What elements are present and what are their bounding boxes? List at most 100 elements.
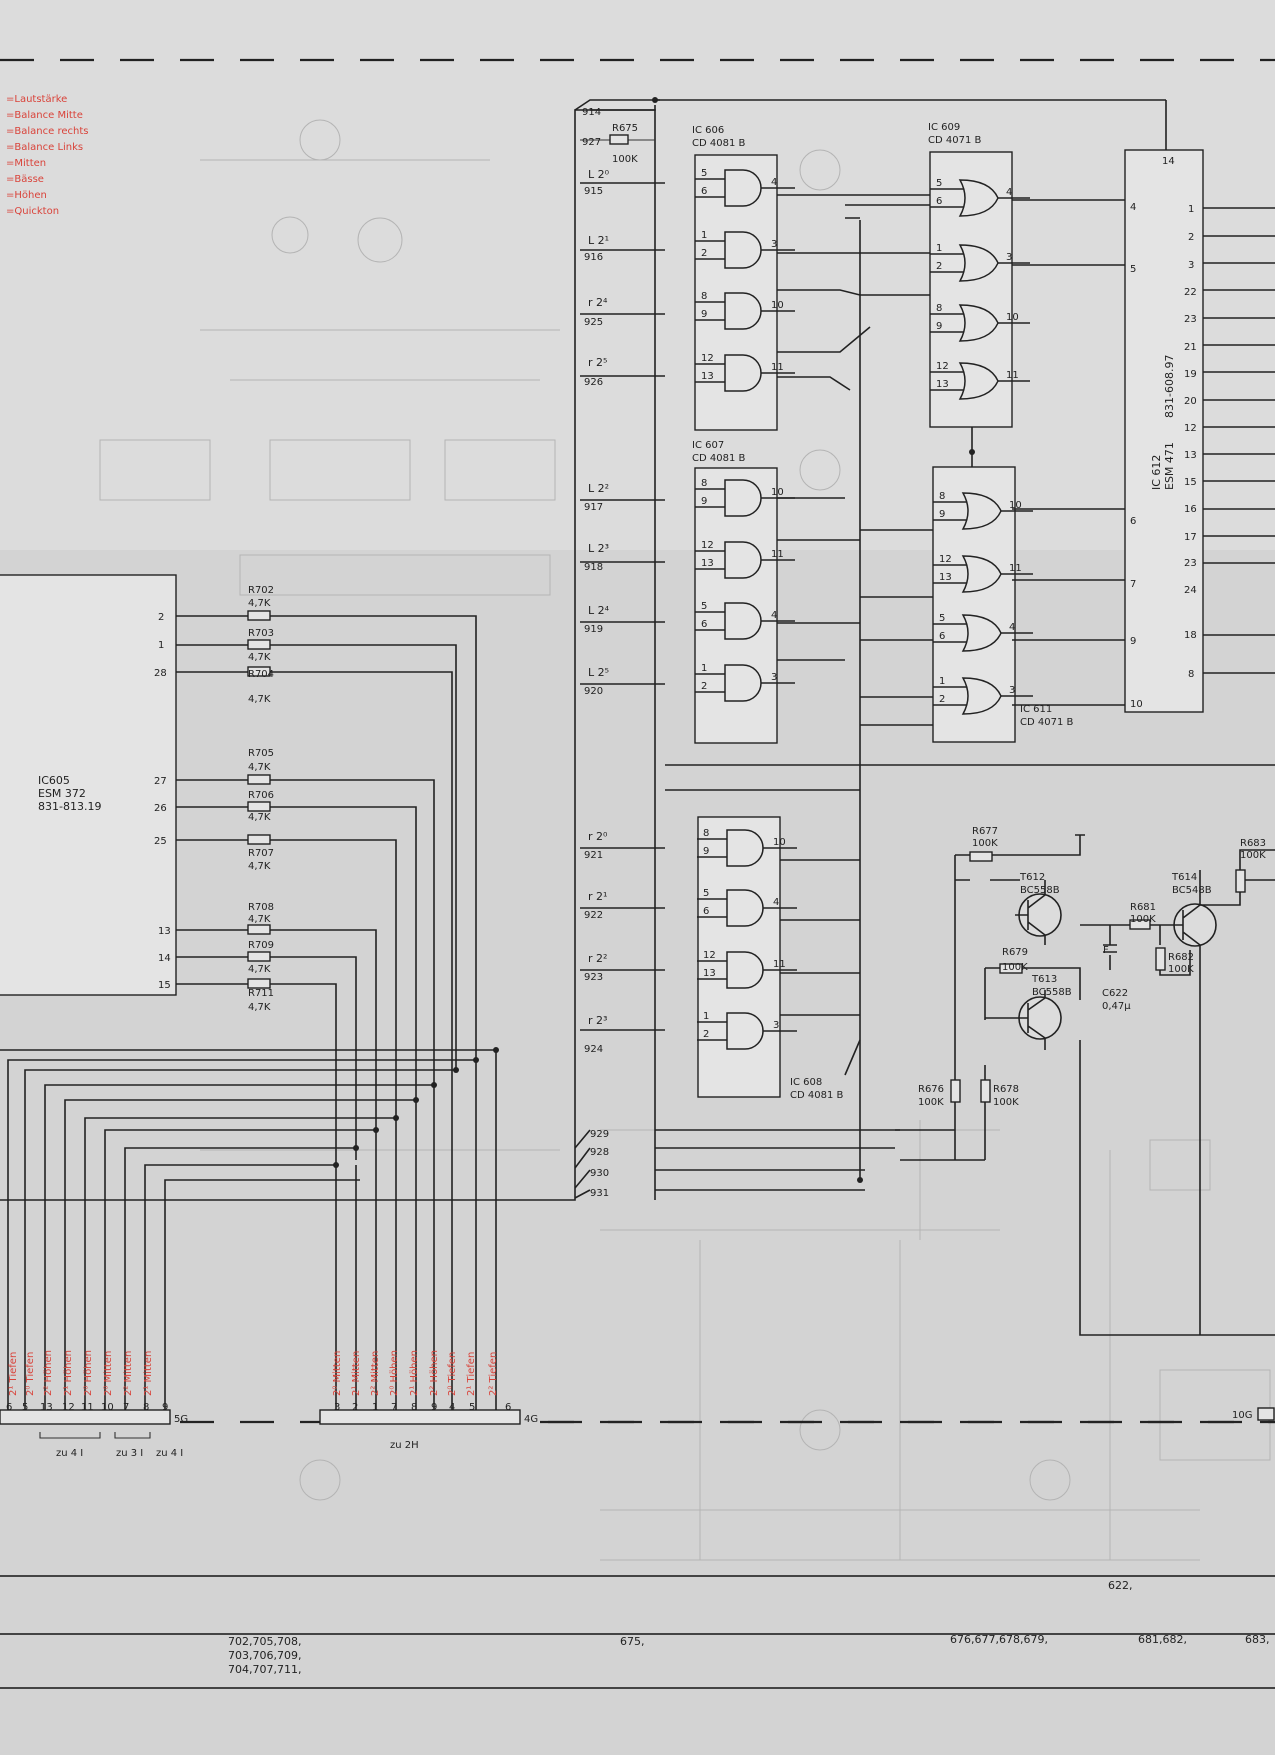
svg-text:R708: R708	[248, 902, 274, 913]
and-gate-symbol	[726, 1012, 764, 1050]
svg-text:831-608.97: 831-608.97	[1163, 355, 1176, 418]
svg-text:23: 23	[1184, 314, 1197, 325]
svg-text:100K: 100K	[612, 154, 638, 165]
svg-text:2⁰ Tiefen: 2⁰ Tiefen	[25, 1352, 36, 1396]
gate-pin-number: 9	[701, 309, 707, 320]
gate-pin-number: 12	[703, 950, 716, 961]
svg-text:914: 914	[582, 107, 601, 118]
svg-text:5: 5	[469, 1402, 475, 1413]
svg-text:CD 4081 B: CD 4081 B	[790, 1090, 843, 1101]
gate-pin-number: 10	[771, 487, 784, 498]
gate-pin-number: 9	[703, 846, 709, 857]
svg-text:IC 608: IC 608	[790, 1077, 822, 1088]
svg-text:R702: R702	[248, 585, 274, 596]
svg-text:18: 18	[1184, 630, 1197, 641]
gate-pin-number: 4	[771, 177, 777, 188]
gate-leads	[695, 611, 795, 631]
svg-text:4,7K: 4,7K	[248, 964, 271, 975]
svg-text:4: 4	[449, 1402, 455, 1413]
gate-leads	[695, 178, 795, 198]
svg-text:5: 5	[22, 1402, 28, 1413]
svg-text:26: 26	[154, 803, 167, 814]
svg-text:r 2⁴: r 2⁴	[588, 296, 608, 309]
gate-pin-number: 13	[701, 371, 714, 382]
svg-text:4: 4	[1130, 202, 1136, 213]
gate-pin-number: 13	[703, 968, 716, 979]
gate-leads	[930, 188, 1030, 208]
svg-text:24: 24	[1184, 585, 1197, 596]
svg-text:r 2³: r 2³	[588, 1014, 607, 1027]
svg-text:R709: R709	[248, 940, 274, 951]
svg-text:2⁰ Höhen: 2⁰ Höhen	[83, 1350, 94, 1396]
svg-text:R679: R679	[1002, 947, 1028, 958]
svg-text:918: 918	[584, 562, 603, 573]
gate-pin-number: 11	[1009, 563, 1022, 574]
gate-pin-number: 3	[771, 239, 777, 250]
svg-text:4,7K: 4,7K	[248, 914, 271, 925]
svg-text:931: 931	[590, 1188, 609, 1199]
svg-text:L 2⁵: L 2⁵	[588, 666, 609, 679]
or-gate-symbol	[958, 362, 999, 400]
gate-pin-number: 1	[701, 663, 707, 674]
svg-text:928: 928	[590, 1147, 609, 1158]
svg-text:5G: 5G	[174, 1414, 188, 1425]
svg-text:IC 609: IC 609	[928, 122, 960, 133]
svg-text:7: 7	[391, 1402, 397, 1413]
and-gate-symbol	[724, 664, 762, 702]
gate-leads	[930, 313, 1030, 333]
or-gate-symbol	[961, 555, 1002, 593]
svg-text:100K: 100K	[918, 1097, 944, 1108]
gate-pin-number: 11	[771, 362, 784, 373]
svg-text:2² Höhen: 2² Höhen	[43, 1350, 54, 1396]
svg-text:3: 3	[1188, 260, 1194, 271]
svg-text:9: 9	[1130, 636, 1136, 647]
svg-text:r 2²: r 2²	[588, 952, 607, 965]
gate-pin-number: 10	[1006, 312, 1019, 323]
svg-text:925: 925	[584, 317, 603, 328]
ic612: IC 612 ESM 471 831-608.97 14 4 5 6 7 9 1…	[655, 99, 1275, 713]
svg-text:14: 14	[1162, 156, 1175, 167]
gate-pin-number: 2	[703, 1029, 709, 1040]
svg-text:13: 13	[1184, 450, 1197, 461]
gate-leads	[933, 623, 1033, 643]
svg-text:2² Mitten: 2² Mitten	[123, 1351, 134, 1396]
svg-text:4,7K: 4,7K	[248, 598, 271, 609]
background-ghost-circuit	[99, 119, 1271, 1561]
gate-pin-number: 6	[936, 196, 942, 207]
svg-text:3: 3	[334, 1402, 340, 1413]
gate-pin-number: 12	[939, 554, 952, 565]
svg-text:R705: R705	[248, 748, 274, 759]
svg-text:L 2²: L 2²	[588, 482, 609, 495]
svg-text:CD 4081 B: CD 4081 B	[692, 138, 745, 149]
gate-pin-number: 11	[1006, 370, 1019, 381]
svg-text:831-813.19: 831-813.19	[38, 800, 101, 813]
svg-text:CD 4071 B: CD 4071 B	[928, 135, 981, 146]
svg-text:14: 14	[158, 953, 171, 964]
svg-text:921: 921	[584, 850, 603, 861]
gate-pin-number: 1	[701, 230, 707, 241]
svg-text:IC 606: IC 606	[692, 125, 724, 136]
svg-text:T613: T613	[1031, 974, 1057, 985]
and-gate-symbol	[724, 479, 762, 517]
gate-leads	[697, 898, 797, 918]
svg-text:2¹ Tiefen: 2¹ Tiefen	[8, 1352, 19, 1396]
svg-text:10G: 10G	[1232, 1410, 1252, 1421]
gate-pin-number: 2	[936, 261, 942, 272]
gate-pin-number: 1	[703, 1011, 709, 1022]
svg-text:930: 930	[590, 1168, 609, 1179]
svg-text:4,7K: 4,7K	[248, 652, 271, 663]
gate-pin-number: 4	[1009, 622, 1015, 633]
gate-leads	[695, 363, 795, 383]
gate-pin-number: 12	[936, 361, 949, 372]
gate-pin-number: 2	[939, 694, 945, 705]
gate-pin-number: 9	[939, 509, 945, 520]
svg-text:8: 8	[1188, 669, 1194, 680]
svg-text:100K: 100K	[1168, 964, 1194, 975]
gate-pin-number: 1	[936, 243, 942, 254]
svg-text:6: 6	[505, 1402, 511, 1413]
gate-leads	[697, 1021, 797, 1041]
svg-text:zu 2H: zu 2H	[390, 1440, 419, 1451]
gate-pin-number: 11	[773, 959, 786, 970]
svg-text:922: 922	[584, 910, 603, 921]
svg-text:T614: T614	[1171, 872, 1197, 883]
